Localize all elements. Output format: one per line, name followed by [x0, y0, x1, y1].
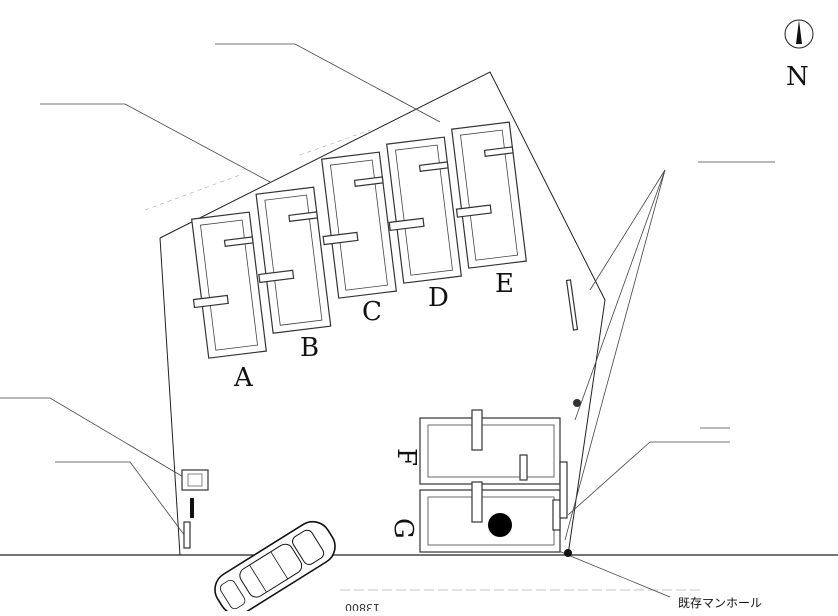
bay-label-A: A	[233, 363, 254, 393]
manhole-icon	[488, 513, 512, 537]
parking-bay-F	[419, 409, 561, 485]
road-dimension: 13800	[345, 601, 380, 611]
leader-lines	[0, 43, 775, 598]
bay-label-B: B	[300, 333, 319, 363]
mailbox-icon	[181, 469, 209, 549]
manhole-label: 既存マンホール	[678, 596, 762, 610]
bay-label-C: C	[362, 297, 382, 327]
bay-label-F: F	[391, 448, 421, 466]
parking-bay-A	[191, 211, 267, 359]
parking-bay-B	[255, 186, 332, 334]
bay-label-E: E	[495, 269, 514, 299]
site-boundary	[159, 71, 606, 556]
parking-bay-D	[386, 136, 462, 284]
bay-label-D: D	[428, 283, 449, 313]
north-arrow-icon	[784, 19, 814, 49]
reference-line	[144, 174, 241, 211]
parking-bay-E	[451, 121, 527, 269]
parking-bay-G	[419, 481, 561, 553]
boundary-marker-icon	[573, 399, 581, 407]
fence-segment	[559, 461, 568, 519]
boundary-marker-icon	[564, 549, 572, 557]
car-icon	[214, 520, 336, 616]
fence-segment	[565, 279, 579, 331]
reference-line	[299, 129, 371, 156]
parking-bay-C	[321, 151, 397, 299]
north-label: N	[786, 62, 809, 92]
bay-label-G: G	[388, 518, 418, 539]
